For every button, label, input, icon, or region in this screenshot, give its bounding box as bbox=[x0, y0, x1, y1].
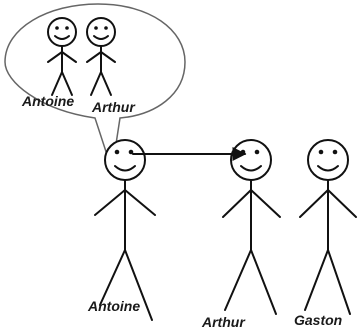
bubble-figure-arthur bbox=[86, 17, 116, 96]
figure-antoine bbox=[94, 139, 156, 321]
bubble-figure-antoine bbox=[47, 17, 77, 96]
label-antoine: Antoine bbox=[87, 298, 140, 314]
bubble-label-antoine: Antoine bbox=[21, 93, 74, 109]
label-arthur: Arthur bbox=[201, 314, 246, 330]
label-gaston: Gaston bbox=[294, 312, 342, 328]
figure-arthur bbox=[222, 139, 281, 315]
bubble-label-arthur: Arthur bbox=[91, 99, 136, 115]
figure-gaston bbox=[299, 139, 357, 315]
